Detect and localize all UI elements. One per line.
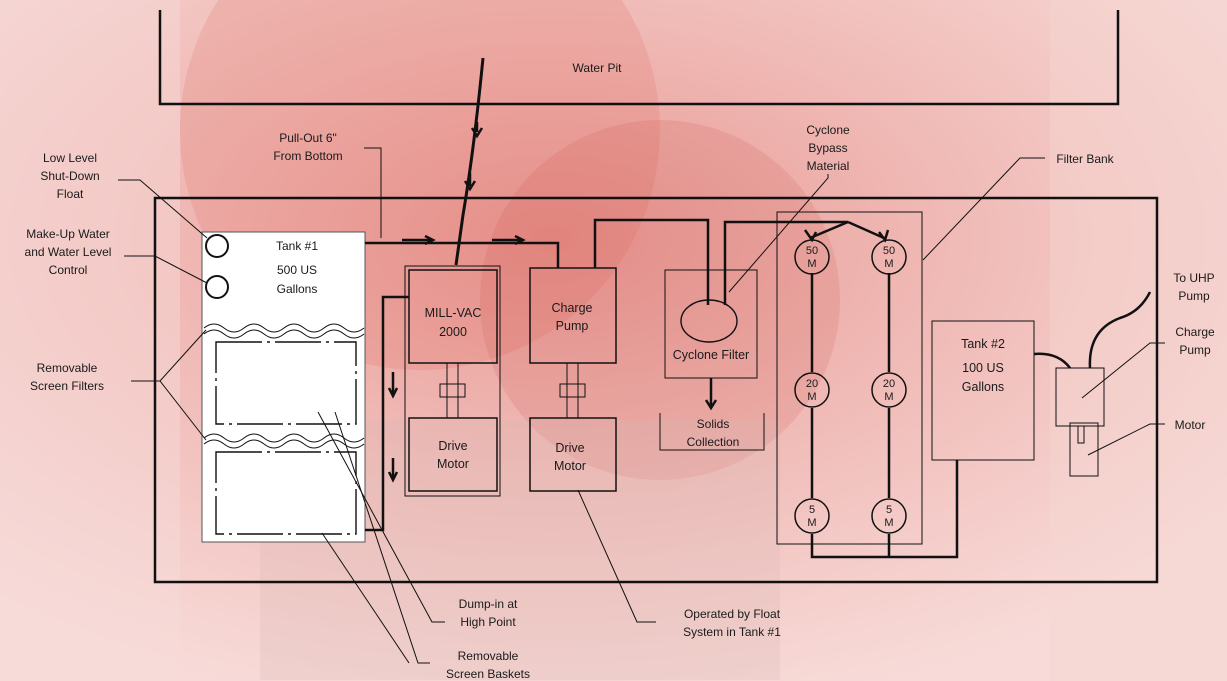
to-uhp-pump-label: To UHP: [1173, 271, 1214, 285]
flow-arrow: [704, 378, 718, 411]
cyclone-bypass-label: Cyclone: [806, 123, 850, 137]
screen-basket-bottom: [215, 451, 357, 535]
solids-collection-label: Collection: [687, 435, 740, 449]
cyclone-bypass-label: Material: [807, 159, 850, 173]
tank-2-capacity: 100 US: [962, 361, 1004, 375]
charge-pump-unit: Charge Pump Drive Motor: [529, 267, 617, 492]
filter-50-right: [871, 239, 907, 275]
filter-20-left: [794, 372, 830, 408]
charge-pump-label: Pump: [556, 319, 589, 333]
low-level-label: Shut-Down: [40, 169, 99, 183]
water-pit: [158, 10, 1120, 106]
filter-5-left-label: 5: [809, 504, 815, 516]
charge-pump-right-label: Pump: [1179, 343, 1211, 357]
filter-5-left-label: M: [807, 517, 816, 529]
tank-1-unit: Gallons: [277, 282, 318, 296]
filter-20-right-label: M: [884, 391, 893, 403]
makeup-water-label: and Water Level: [25, 245, 112, 259]
operated-by-float-label: System in Tank #1: [683, 625, 781, 639]
screen-basket-top: [215, 341, 357, 425]
flow-arrow: [492, 234, 526, 246]
cyclone-icon: [680, 299, 738, 343]
tank-2-label: Tank #2: [961, 337, 1005, 351]
flow-arrow: [470, 122, 484, 139]
removable-screen-baskets-label: Screen Baskets: [446, 667, 530, 681]
tank-2: Tank #2 100 US Gallons: [931, 320, 1035, 461]
tank-1-label: Tank #1: [276, 239, 318, 253]
solids-collection-bin: [659, 413, 765, 451]
dump-in-label: High Point: [460, 615, 516, 629]
water-pit-label: Water Pit: [573, 61, 623, 75]
filter-5-right: [871, 498, 907, 534]
uhp-charge-pump: [1055, 367, 1105, 477]
cyclone-bypass-label: Bypass: [808, 141, 847, 155]
tank-1: Tank #1 500 US Gallons: [201, 231, 366, 543]
to-uhp-pump-label: Pump: [1178, 289, 1210, 303]
filter-bank: 50 M 50 M 20 M 20 M 5 M 5 M: [776, 211, 959, 559]
flow-arrow: [463, 173, 477, 192]
mill-vac-unit: MILL-VAC 2000 Drive Motor: [404, 265, 501, 497]
filter-50-right-label: M: [884, 258, 893, 270]
drive-motor-label: Motor: [437, 457, 469, 471]
filter-20-left-label: M: [807, 391, 816, 403]
drive-motor-label: Drive: [438, 439, 467, 453]
dump-in-label: Dump-in at: [459, 597, 518, 611]
filter-5-left: [794, 498, 830, 534]
charge-pump-label: Charge: [552, 301, 593, 315]
cyclone-filter: Cyclone Filter: [664, 269, 758, 379]
makeup-water-label: Control: [49, 263, 88, 277]
charge-pump-right-label: Charge: [1175, 325, 1215, 339]
filter-5-right-label: 5: [886, 504, 892, 516]
filter-5-right-label: M: [884, 517, 893, 529]
flow-arrow: [402, 234, 436, 246]
mill-vac-label: MILL-VAC: [425, 306, 482, 320]
makeup-water-float-icon: [205, 275, 229, 299]
uhp-output-hose: [1088, 291, 1152, 369]
filter-20-right: [871, 372, 907, 408]
motor-label: Motor: [1175, 418, 1206, 432]
flow-arrow: [387, 458, 399, 483]
removable-screen-filters-label: Screen Filters: [30, 379, 104, 393]
removable-screen-baskets-label: Removable: [458, 649, 519, 663]
filter-bank-label: Filter Bank: [1056, 152, 1114, 166]
mill-vac-label: 2000: [439, 325, 467, 339]
filter-50-left-label: 50: [806, 245, 818, 257]
filter-20-left-label: 20: [806, 378, 818, 390]
filter-50-right-label: 50: [883, 245, 895, 257]
pull-out-label: Pull-Out 6": [279, 131, 337, 145]
low-level-label: Low Level: [43, 151, 97, 165]
filter-50-left: [794, 239, 830, 275]
solids-collection-label: Solids: [697, 417, 730, 431]
system-enclosure: [153, 196, 1159, 584]
low-level-label: Float: [57, 187, 84, 201]
drive-motor-label: Motor: [554, 459, 586, 473]
suction-hose: [454, 57, 485, 266]
operated-by-float-label: Operated by Float: [684, 607, 781, 621]
flow-arrow: [387, 372, 399, 399]
cyclone-filter-label: Cyclone Filter: [673, 348, 749, 362]
drive-motor-label: Drive: [555, 441, 584, 455]
makeup-water-label: Make-Up Water: [26, 227, 110, 241]
low-level-float-icon: [205, 234, 229, 258]
tank-2-unit: Gallons: [962, 380, 1004, 394]
filter-20-right-label: 20: [883, 378, 895, 390]
pull-out-label: From Bottom: [273, 149, 342, 163]
tank-1-capacity: 500 US: [277, 263, 317, 277]
filter-50-left-label: M: [807, 258, 816, 270]
removable-screen-filters-label: Removable: [37, 361, 98, 375]
